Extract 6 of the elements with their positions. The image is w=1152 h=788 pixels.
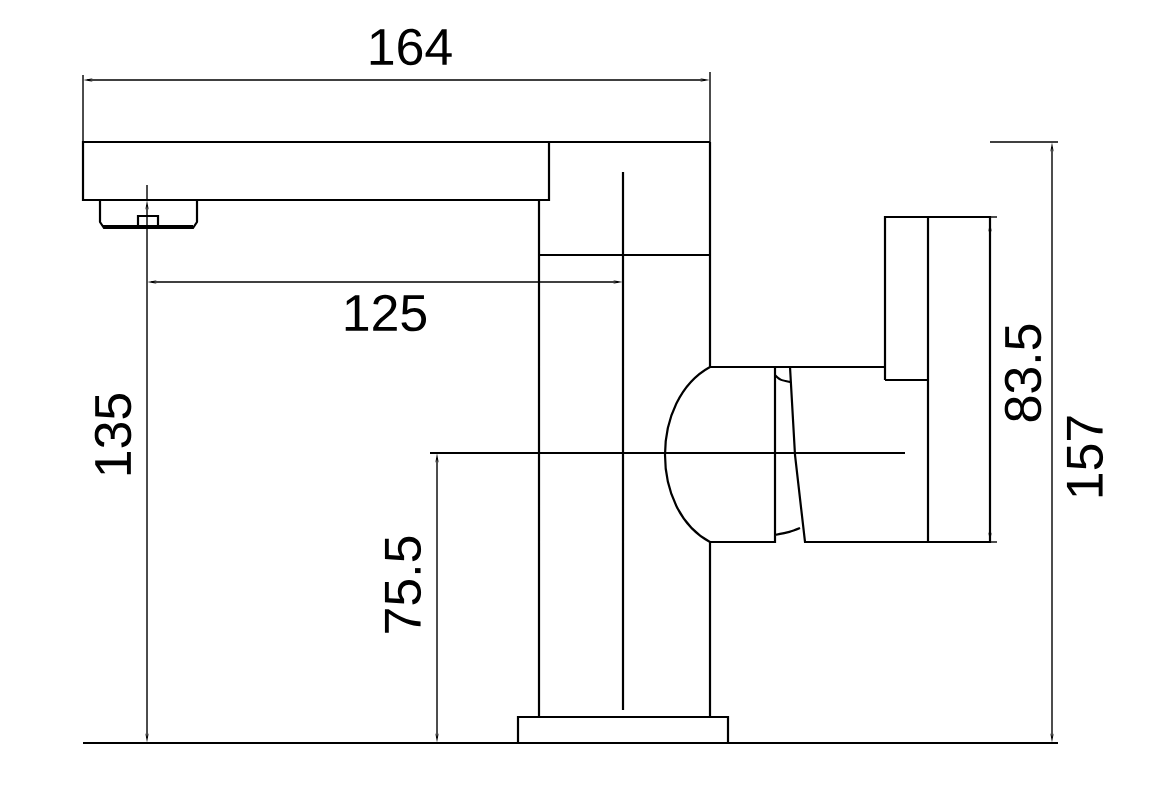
- dimension-text: 125: [345, 294, 427, 332]
- dimension-text: 135: [94, 393, 132, 475]
- dimension-text: 164: [370, 28, 452, 66]
- dimension-text: 83.5: [1004, 324, 1042, 422]
- dimension-text: 157: [1066, 416, 1104, 497]
- dimension-text: 75.5: [384, 536, 422, 633]
